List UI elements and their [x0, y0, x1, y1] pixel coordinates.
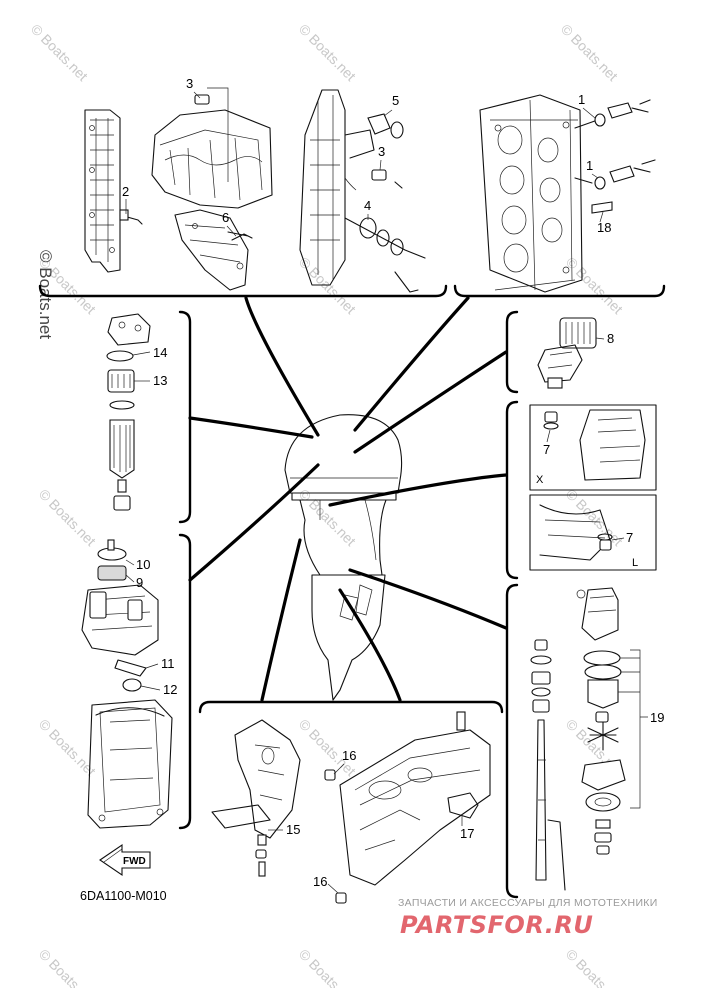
fwd-label: FWD [123, 856, 146, 867]
left-lower-bracket [178, 533, 192, 830]
callout-7: 7 [543, 442, 550, 457]
callout-9: 9 [136, 575, 143, 590]
view-label-l: L [632, 557, 638, 569]
drain-bolt-views [529, 404, 657, 571]
callout-1: 1 [586, 158, 593, 173]
callout-13: 13 [153, 373, 167, 388]
right-lower-bracket [505, 583, 519, 899]
right-upper-bracket [505, 310, 519, 394]
fuel-filter-assembly [106, 313, 151, 511]
callout-17: 17 [460, 826, 474, 841]
cylinder-head-view [479, 94, 656, 293]
exhaust-cover-assembly [84, 109, 143, 273]
callout-3: 3 [378, 144, 385, 159]
shop-banner: ЗАПЧАСТИ И АКСЕССУАРЫ ДЛЯ МОТОТЕХНИКИ PA… [398, 897, 658, 939]
left-upper-bracket [178, 310, 192, 524]
callout-15: 15 [286, 822, 300, 837]
watermark: © Boats.net [563, 946, 626, 988]
callout-19: 19 [650, 710, 664, 725]
top-left-bracket [38, 284, 448, 298]
intake-manifold-view [299, 89, 426, 293]
callouts: 3 2 6 5 3 4 1 1 18 14 13 8 7 X 7 L 10 9 … [122, 76, 664, 894]
callout-6: 6 [222, 210, 229, 225]
callout-3: 3 [186, 76, 193, 91]
callout-7: 7 [626, 530, 633, 545]
outboard-engine-outline [284, 414, 403, 701]
vapor-separator-assembly [81, 539, 173, 829]
callout-5: 5 [392, 93, 399, 108]
watermark: © Boats.net [563, 254, 626, 317]
callout-11: 11 [161, 656, 175, 671]
cylinder-block-view [151, 94, 273, 291]
leader-lines [188, 296, 508, 702]
diagram-code: 6DA1100-M010 [80, 889, 167, 903]
view-label-x: X [536, 474, 544, 486]
watermark: © Boats.net [296, 946, 359, 988]
callout-14: 14 [153, 345, 167, 360]
callout-16: 16 [342, 748, 356, 763]
steering-bracket-assembly [211, 719, 301, 877]
watermark: © Boats.net [296, 21, 359, 84]
watermark: © Boats.net [558, 21, 621, 84]
callout-16: 16 [313, 874, 327, 889]
callout-2: 2 [122, 184, 129, 199]
forward-direction-arrow: FWD [99, 843, 151, 877]
watermark: © Boats.net [296, 486, 359, 549]
shop-tagline: ЗАПЧАСТИ И АКСЕССУАРЫ ДЛЯ МОТОТЕХНИКИ [398, 897, 658, 909]
right-mid-bracket [505, 400, 519, 580]
bottom-center-bracket [198, 700, 504, 714]
water-pump-assembly [530, 587, 626, 891]
top-right-bracket [453, 284, 666, 298]
oil-filter-assembly [537, 317, 597, 389]
lower-unit-assembly [324, 711, 491, 904]
callout-10: 10 [136, 557, 150, 572]
watermark: © Boats.net [36, 946, 99, 988]
callout-8: 8 [607, 331, 614, 346]
callout-4: 4 [364, 198, 371, 213]
callout-12: 12 [163, 682, 177, 697]
callout-1: 1 [578, 92, 585, 107]
shop-logo: PARTSFOR.RU [400, 911, 593, 939]
watermark: © Boats.net [36, 486, 99, 549]
callout-18: 18 [597, 220, 611, 235]
watermark: © Boats.net [28, 21, 91, 84]
